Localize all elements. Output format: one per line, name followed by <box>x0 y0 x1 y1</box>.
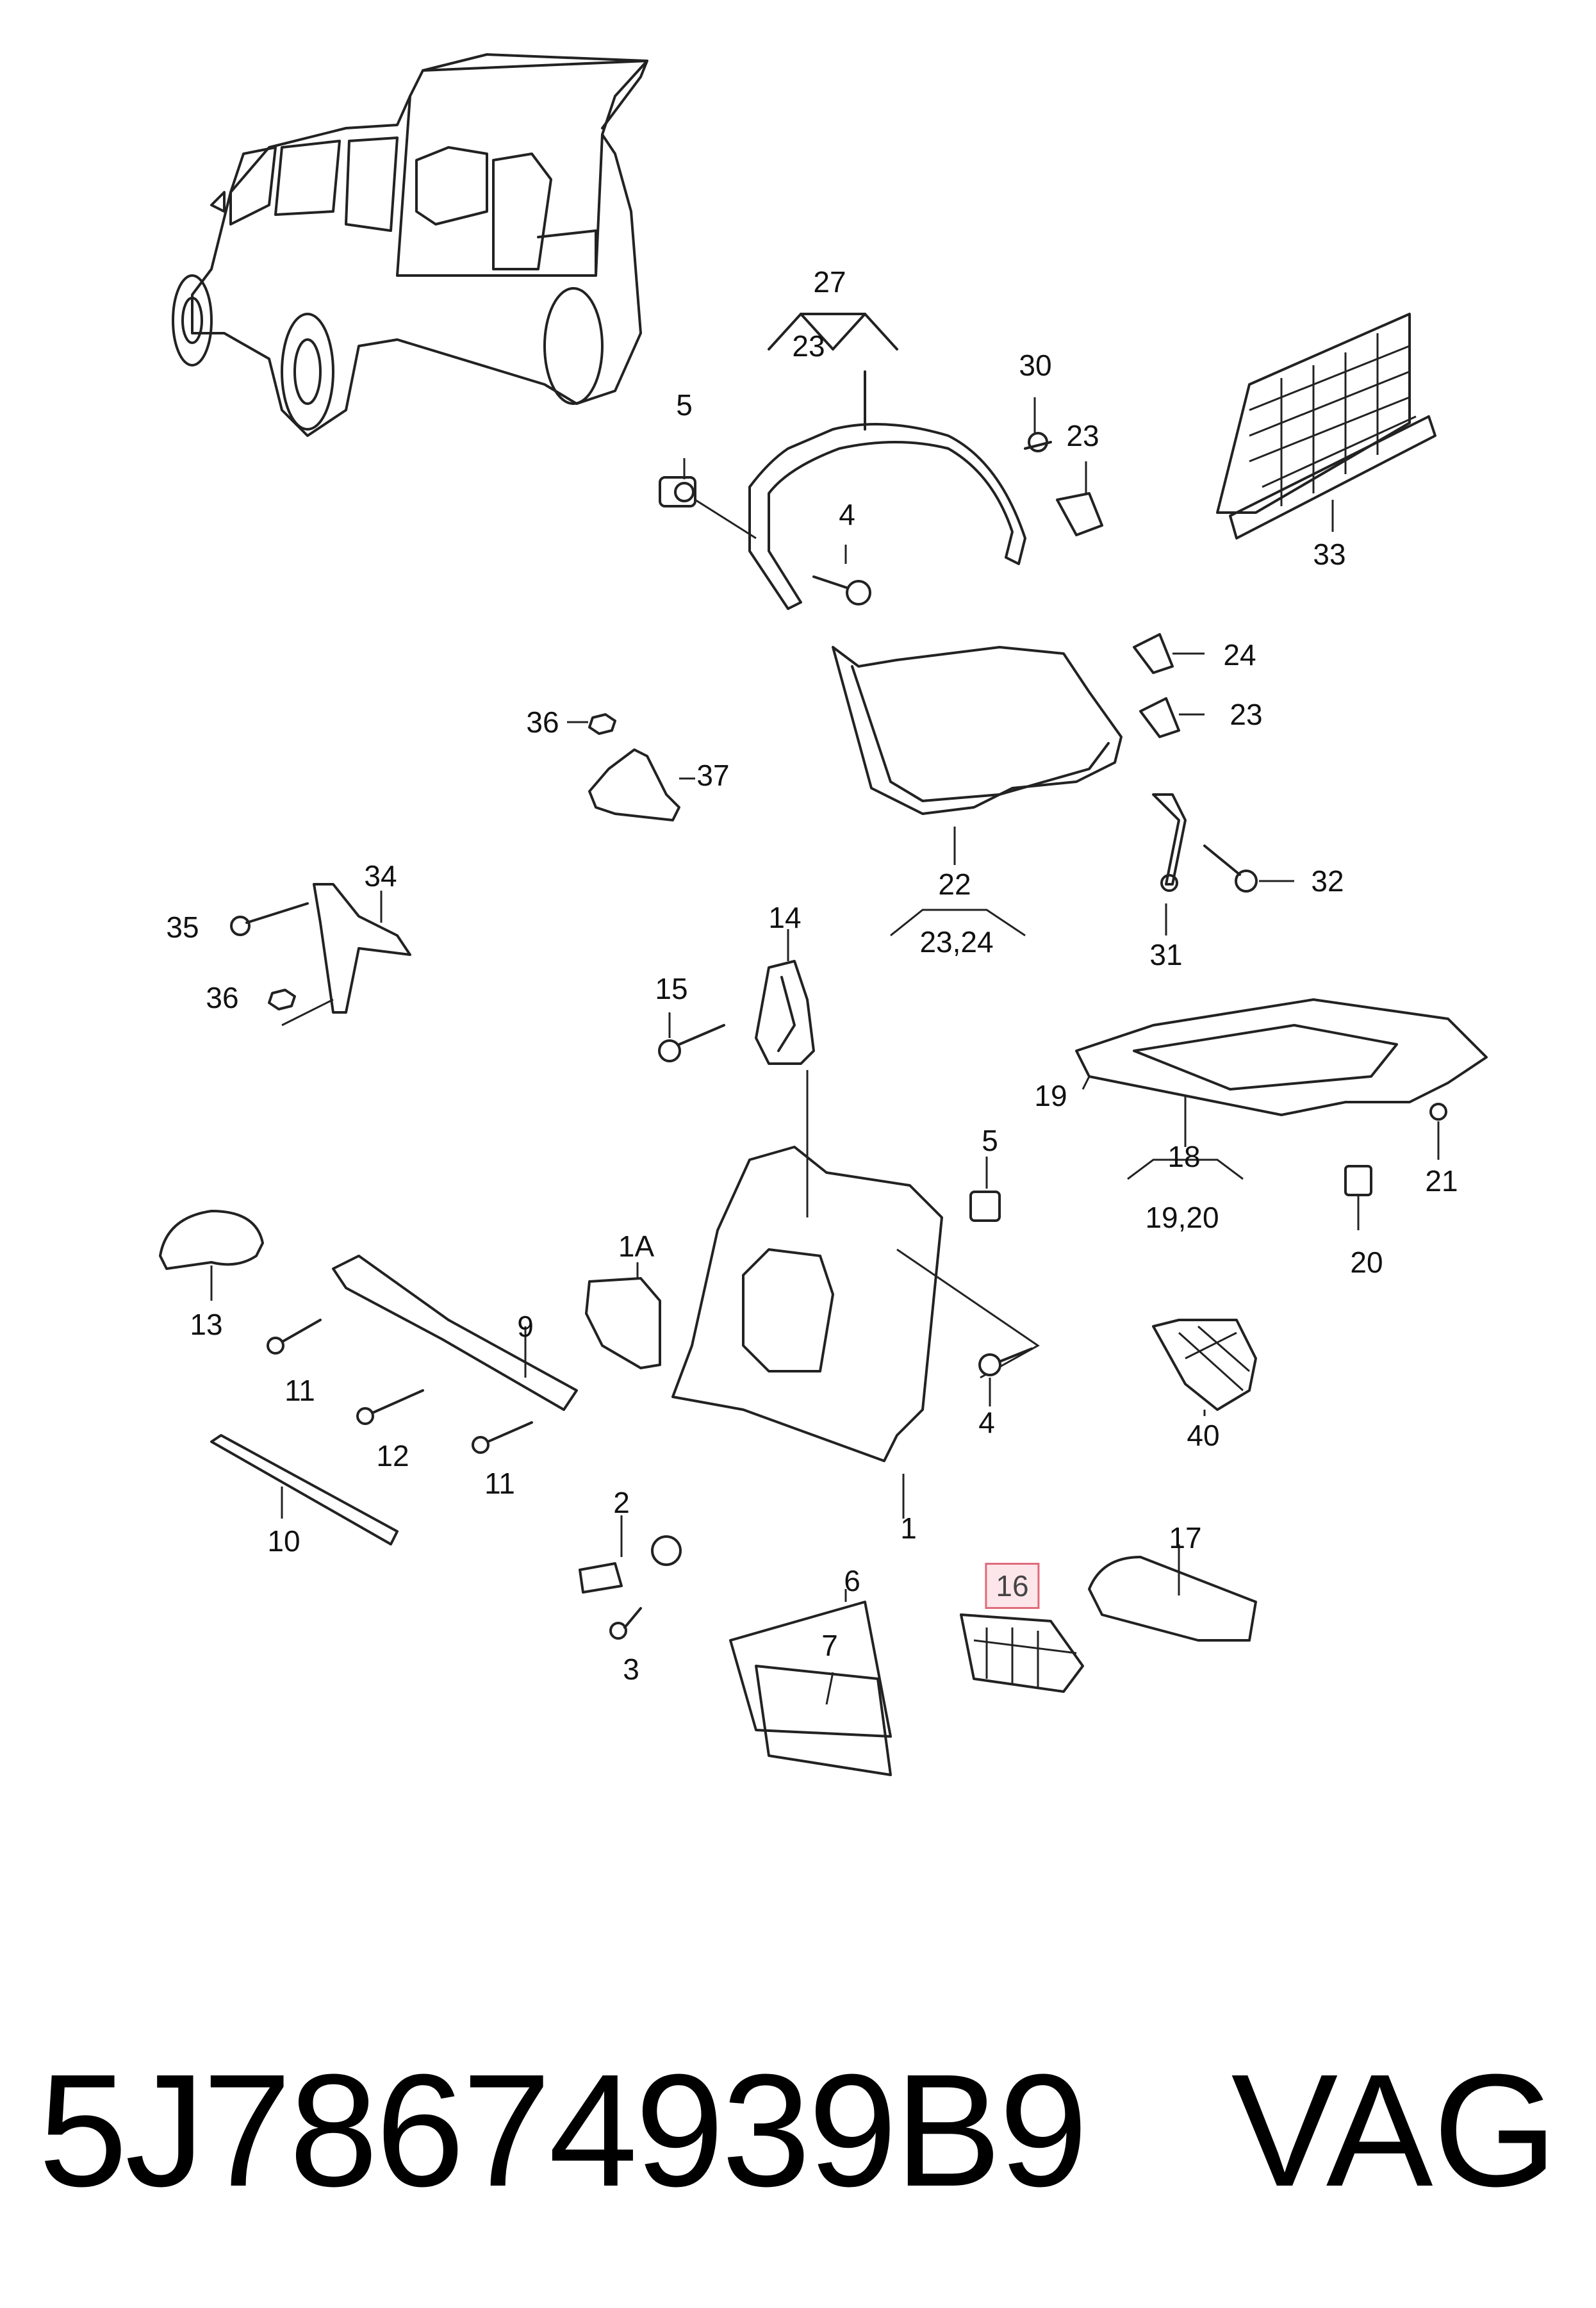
callout-32: 32 <box>1311 864 1344 898</box>
part-12-screw <box>356 1389 424 1425</box>
part-32-screw <box>1203 845 1294 893</box>
callout-33: 33 <box>1313 538 1346 571</box>
callout-27-sub: 23 <box>792 329 825 363</box>
part-17-panel <box>1088 1544 1257 1642</box>
part-4-screw-mid <box>978 1348 1033 1406</box>
callout-35: 35 <box>166 911 199 944</box>
callout-24: 24 <box>1223 638 1256 672</box>
part-22-panel <box>832 646 1123 937</box>
callout-2: 2 <box>613 1486 630 1519</box>
callout-4-mid: 4 <box>978 1406 995 1439</box>
callout-27: 27 <box>813 265 846 299</box>
part-9-rail <box>332 1255 578 1411</box>
part-34-bracket <box>281 883 411 1026</box>
callout-19: 19 <box>1034 1079 1067 1112</box>
part-number: 5J78674939B9 <box>38 2041 1088 2220</box>
part-3-screw <box>609 1607 642 1640</box>
callout-16-highlighted: 16 <box>985 1563 1040 1609</box>
callout-31: 31 <box>1149 938 1183 971</box>
part-37-bracket <box>588 748 695 821</box>
callout-23-b: 23 <box>1230 698 1263 731</box>
part-13-clip <box>159 1210 264 1301</box>
part-27-trim-frame <box>748 313 1026 610</box>
part-15-screw <box>658 1012 725 1062</box>
part-23-plug <box>1056 461 1103 536</box>
callout-6: 6 <box>844 1564 860 1597</box>
part-14-handle <box>755 929 815 1065</box>
callout-4-top: 4 <box>839 498 855 531</box>
part-35-bolt <box>230 902 309 936</box>
part-20-clip <box>1344 1165 1372 1230</box>
callout-34: 34 <box>364 859 397 893</box>
callout-23-a: 23 <box>1066 419 1099 452</box>
callout-18: 18 <box>1167 1140 1201 1173</box>
callout-21: 21 <box>1425 1164 1458 1198</box>
callout-22-sub: 23,24 <box>919 925 994 959</box>
callout-22: 22 <box>938 868 971 901</box>
callout-20: 20 <box>1350 1246 1383 1279</box>
part-5-clip-mid <box>969 1157 1001 1222</box>
callout-18-sub: 19,20 <box>1145 1201 1219 1234</box>
callout-5-mid: 5 <box>982 1124 998 1157</box>
part-36-nut <box>567 713 616 735</box>
part-5-clip <box>659 458 757 540</box>
vehicle-illustration <box>172 53 648 437</box>
part-31-bracket <box>1152 793 1187 936</box>
callout-13: 13 <box>190 1308 223 1341</box>
part-4-screw <box>812 545 871 606</box>
callout-11-b: 11 <box>484 1467 515 1500</box>
brand-label: VAG <box>1231 2041 1558 2220</box>
part-23-plug-b <box>1139 697 1205 738</box>
part-1a-cover <box>585 1262 661 1369</box>
part-36-nut-b <box>268 989 296 1010</box>
callout-30: 30 <box>1019 349 1052 382</box>
callout-40: 40 <box>1187 1419 1220 1452</box>
part-21-plug <box>1429 1103 1447 1160</box>
part-18-floor <box>1075 998 1488 1180</box>
callout-5-top: 5 <box>676 388 693 422</box>
callout-10: 10 <box>267 1524 300 1558</box>
part-30-pin <box>1024 397 1052 452</box>
part-6-panel <box>729 1589 892 1776</box>
part-11-screw <box>267 1319 322 1355</box>
part-24-plug <box>1133 633 1205 674</box>
callout-37: 37 <box>696 759 730 792</box>
callout-36-a: 36 <box>526 705 559 739</box>
callout-14: 14 <box>768 901 802 934</box>
callout-12: 12 <box>376 1439 409 1472</box>
part-10-strip <box>210 1434 399 1546</box>
callout-7: 7 <box>821 1629 838 1662</box>
callout-17: 17 <box>1169 1521 1202 1554</box>
part-11-screw-b <box>472 1421 533 1454</box>
callout-1a: 1A <box>618 1230 655 1263</box>
part-16-highlighted <box>960 1613 1084 1693</box>
callout-1: 1 <box>900 1512 917 1545</box>
callout-9: 9 <box>517 1310 534 1343</box>
part-40-net-pocket <box>1152 1319 1257 1416</box>
callout-11-a: 11 <box>284 1374 315 1407</box>
part-33-luggage-net <box>1216 313 1436 540</box>
callout-36-b: 36 <box>206 981 239 1014</box>
callout-3: 3 <box>623 1653 639 1686</box>
callout-15: 15 <box>655 972 688 1005</box>
part-2-fastener <box>579 1515 682 1594</box>
